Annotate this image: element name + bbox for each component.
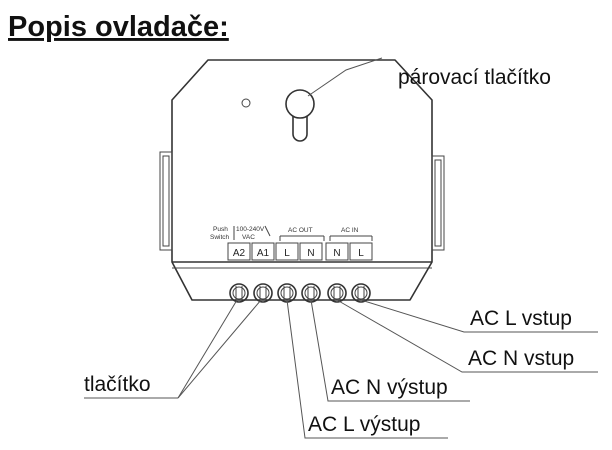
leader-pairing-button — [307, 57, 383, 97]
terminal-label: N — [333, 248, 340, 259]
status-led-icon — [241, 98, 251, 108]
right-mounting-tab — [431, 155, 445, 251]
leader-lines — [84, 57, 598, 439]
ac-out-label: AC OUT — [288, 227, 313, 234]
leader-ac-n-output — [310, 299, 470, 402]
callout-ac-n-input: AC N vstup — [468, 347, 574, 370]
leader-button-a2 — [177, 299, 238, 399]
pairing-button-icon — [285, 89, 315, 142]
callout-pairing-button: párovací tlačítko — [398, 66, 551, 89]
left-mounting-tab — [159, 151, 173, 251]
terminal-label: A2 — [233, 248, 246, 259]
voltage-label-2: VAC — [242, 234, 255, 241]
screw-terminal-icon — [277, 283, 297, 303]
callout-ac-l-input: AC L vstup — [470, 307, 572, 330]
callout-ac-n-output: AC N výstup — [331, 376, 448, 399]
leader-ac-n-input — [336, 299, 598, 373]
page-title: Popis ovladače: — [8, 11, 229, 43]
terminal-label: L — [284, 248, 290, 259]
push-switch-label-2: Switch — [210, 234, 230, 241]
leader-ac-l-output — [286, 299, 448, 439]
screw-terminal-icon — [301, 283, 321, 303]
device-module: Push Switch 100-240V VAC AC OUT AC IN A2… — [159, 59, 445, 303]
leader-button-a1 — [177, 299, 262, 399]
screw-terminal-icon — [253, 283, 273, 303]
screw-terminal-icon — [229, 283, 249, 303]
voltage-label: 100-240V — [236, 226, 265, 233]
terminal-label: A1 — [257, 248, 270, 259]
screw-terminal-icon — [351, 283, 371, 303]
push-switch-label: Push — [213, 226, 228, 233]
screw-terminal-icon — [327, 283, 347, 303]
device-housing — [171, 59, 433, 301]
terminal-label-row: A2 A1 L N N L — [227, 242, 373, 261]
ac-in-label: AC IN — [341, 227, 359, 234]
terminal-label: N — [307, 248, 314, 259]
callout-ac-l-output: AC L výstup — [308, 413, 420, 436]
callout-button: tlačítko — [84, 373, 151, 396]
leader-ac-l-input — [360, 299, 598, 333]
terminal-label: L — [358, 248, 364, 259]
